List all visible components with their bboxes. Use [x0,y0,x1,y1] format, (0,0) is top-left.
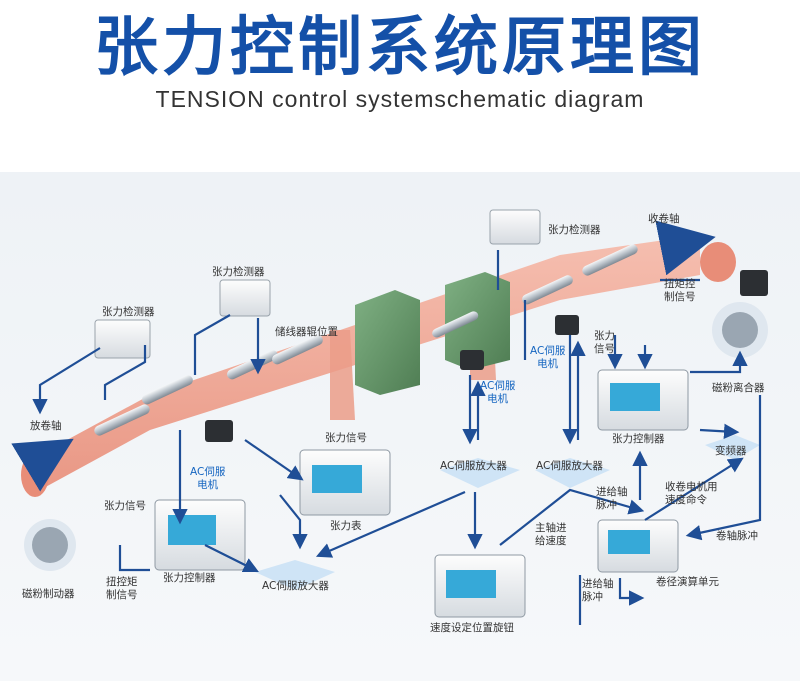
label-tension-signal-mid: 张力信号 [325,432,367,444]
label-main-feed-speed: 主轴进 给速度 [535,522,567,547]
brake-clutch [24,302,768,571]
page-subtitle: TENSION control systemschematic diagram [155,86,645,112]
label-rewind-shaft: 收卷轴 [648,213,680,225]
controllers [154,369,689,618]
page-title: 张力控制系统原理图 [94,11,706,85]
label-torque-signal-left: 扭控矩 制信号 [106,576,138,601]
label-rewind-speed-cmd: 收卷电机用 速度命令 [665,481,718,506]
label-inverter: 变频器 [715,445,747,457]
label-speed-knob: 速度设定位置旋钮 [430,622,514,634]
label-accumulator-roller: 储线器辊位置 [275,326,338,338]
label-brake: 磁粉制动器 [22,588,75,600]
label-tension-controller-left: 张力控制器 [163,572,216,584]
label-ac-servo-motor-2: AC伺服 电机 [480,380,516,405]
motors [205,270,768,442]
label-ac-servo-motor-3: AC伺服 电机 [530,345,566,370]
accumulator-blocks [355,272,510,395]
label-rewind-pulse: 卷轴脉冲 [716,530,758,542]
rollers [94,244,638,436]
label-sensor-mid: 张力检测器 [212,266,265,278]
label-tension-meter: 张力表 [330,520,362,532]
label-sensor-right: 张力检测器 [548,224,601,236]
label-torque-signal-right: 扭矩控 制信号 [664,278,696,303]
label-ac-amp-1: AC伺服放大器 [440,460,507,472]
sensors [94,209,541,359]
label-unwind-shaft: 放卷轴 [30,420,62,432]
label-ac-amp-2: AC伺服放大器 [536,460,603,472]
label-diameter-unit: 卷径演算单元 [656,576,719,588]
label-ac-servo-motor-1: AC伺服 电机 [190,466,226,491]
label-ac-amp-3: AC伺服放大器 [262,580,329,592]
label-sensor-left: 张力检测器 [102,306,155,318]
signal-arrows [32,250,762,625]
label-tension-signal-left: 张力信号 [104,500,146,512]
label-tension-controller-right: 张力控制器 [612,433,665,445]
label-feed-pulse-top: 进给轴 脉冲 [596,486,628,511]
label-powder-clutch: 磁粉离合器 [712,382,765,394]
label-feed-pulse-bottom: 进给轴 脉冲 [582,578,614,603]
label-tension-signal-right: 张力 信号 [594,330,615,355]
amplifiers [255,435,760,590]
